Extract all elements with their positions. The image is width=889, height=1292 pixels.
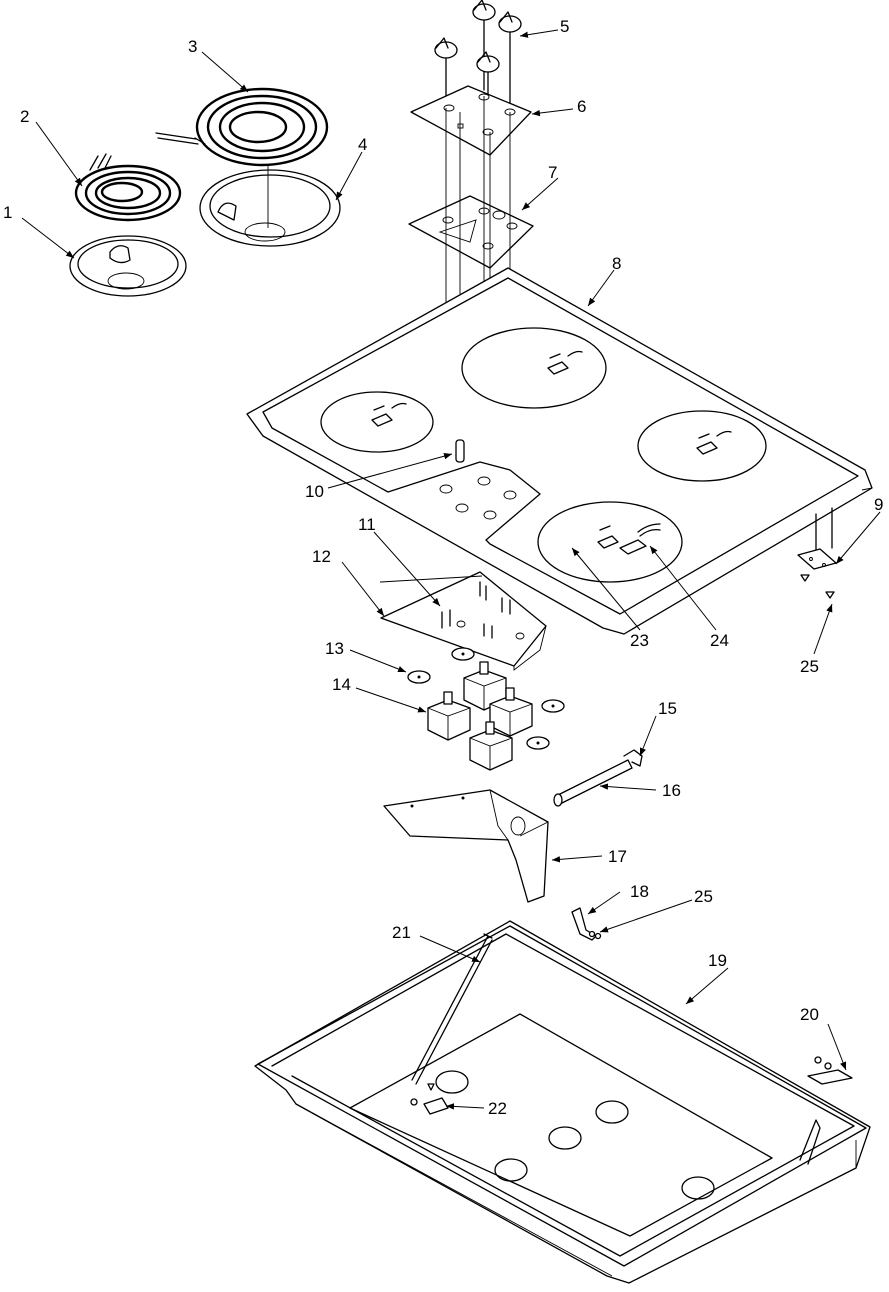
callout-17: 17	[608, 847, 627, 866]
cooktop-main-top	[246, 267, 873, 635]
callout-3: 3	[188, 37, 197, 56]
callout-16: 16	[662, 781, 681, 800]
small-bracket	[571, 907, 602, 941]
knob	[472, 0, 496, 91]
callout-25-lower: 25	[800, 657, 819, 676]
mounting-bracket	[383, 789, 549, 903]
callout-14: 14	[332, 675, 351, 694]
callout-7: 7	[548, 163, 557, 182]
terminal-block	[597, 525, 619, 549]
bottom-pan	[254, 920, 871, 1284]
callout-20: 20	[800, 1005, 819, 1024]
rear-bracket	[807, 1056, 853, 1085]
small-drip-pan	[69, 235, 187, 297]
large-drip-pan	[199, 165, 341, 247]
callout-25-upper: 25	[694, 887, 713, 906]
callout-13: 13	[325, 639, 344, 658]
callout-22: 22	[488, 1099, 507, 1118]
callout-19: 19	[708, 951, 727, 970]
conduit-tube	[553, 749, 643, 807]
large-coil-element	[155, 87, 329, 167]
knob	[498, 11, 522, 113]
fuse	[455, 439, 465, 463]
knob-plate	[410, 85, 532, 156]
wire-clips	[441, 581, 511, 639]
callout-8: 8	[612, 254, 621, 273]
switch	[427, 691, 471, 741]
terminal-block	[696, 430, 732, 455]
callout-9: 9	[874, 495, 883, 514]
callout-18: 18	[630, 882, 649, 901]
callout-4: 4	[358, 135, 367, 154]
callout-1: 1	[3, 203, 12, 222]
switch	[489, 687, 533, 737]
callout-11: 11	[358, 515, 376, 534]
infinite-switches	[427, 661, 533, 771]
terminal-block	[371, 402, 407, 427]
terminal-block	[547, 350, 583, 375]
callout-24: 24	[710, 631, 729, 650]
callout-leaders	[21, 29, 881, 1110]
callout-5: 5	[560, 17, 569, 36]
washers	[407, 647, 565, 750]
switch	[469, 721, 513, 771]
callout-12: 12	[312, 547, 331, 566]
callout-15: 15	[658, 699, 677, 718]
callout-23: 23	[630, 631, 649, 650]
callout-21: 21	[392, 923, 411, 942]
switch-bracket	[408, 195, 534, 269]
callout-2: 2	[20, 107, 29, 126]
callout-10: 10	[305, 482, 324, 501]
callout-labels: 1 2 3 4 5 6 7 8 9 10 11 12 13 14 15 16 1…	[3, 17, 883, 1118]
small-coil-element	[74, 153, 182, 222]
callout-6: 6	[577, 97, 586, 116]
